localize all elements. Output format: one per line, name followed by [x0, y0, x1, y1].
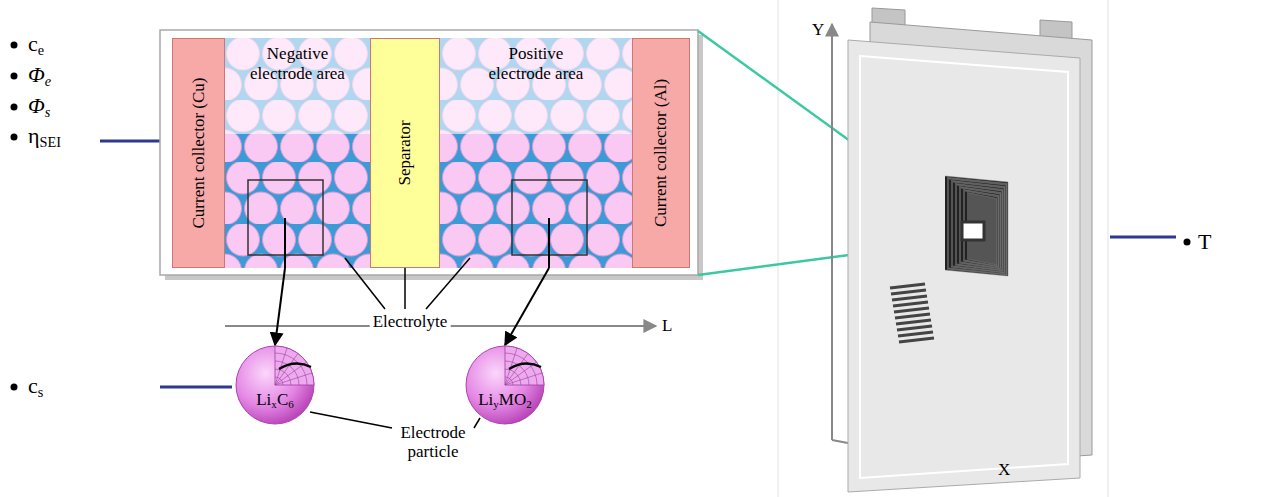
band-label: Separator — [395, 120, 415, 185]
electrode-particle: LiyMO2 — [465, 345, 545, 425]
variable-symbol: ηSEI — [28, 124, 61, 151]
variable-symbol: T — [1198, 230, 1211, 254]
electrode-area: Positive electrode area — [440, 38, 632, 268]
variable-symbol: Φs — [28, 94, 50, 121]
axis-label: L — [662, 317, 672, 336]
variable-symbol: cs — [28, 374, 43, 401]
area-label: Positive electrode area — [484, 44, 588, 83]
variable-symbol: ce — [28, 32, 44, 59]
electrode-particle: LixC6 — [235, 345, 315, 425]
particle-label: Electrode particle — [385, 424, 481, 461]
zoom-arrow — [275, 268, 285, 345]
electrode-area: Negative electrode area — [225, 38, 370, 268]
area-label: Negative electrode area — [246, 44, 350, 83]
variable-symbol: Φe — [28, 63, 51, 90]
particle-sphere — [465, 345, 545, 425]
band-label: Current collector (Cu) — [189, 77, 209, 228]
current-collector: Current collector (Al) — [632, 38, 690, 268]
axis-label: X — [998, 461, 1010, 480]
band-label: Current collector (Al) — [651, 79, 671, 227]
particle-formula: LixC6 — [256, 390, 294, 411]
zoom-arrow — [505, 268, 549, 345]
electrolyte-label: Electrolyte — [370, 313, 451, 332]
particle-formula: LiyMO2 — [478, 390, 532, 411]
current-collector: Current collector (Cu) — [172, 38, 225, 268]
separator-band: Separator — [370, 38, 440, 268]
axis-label: Y — [812, 21, 824, 40]
particle-sphere — [235, 345, 315, 425]
